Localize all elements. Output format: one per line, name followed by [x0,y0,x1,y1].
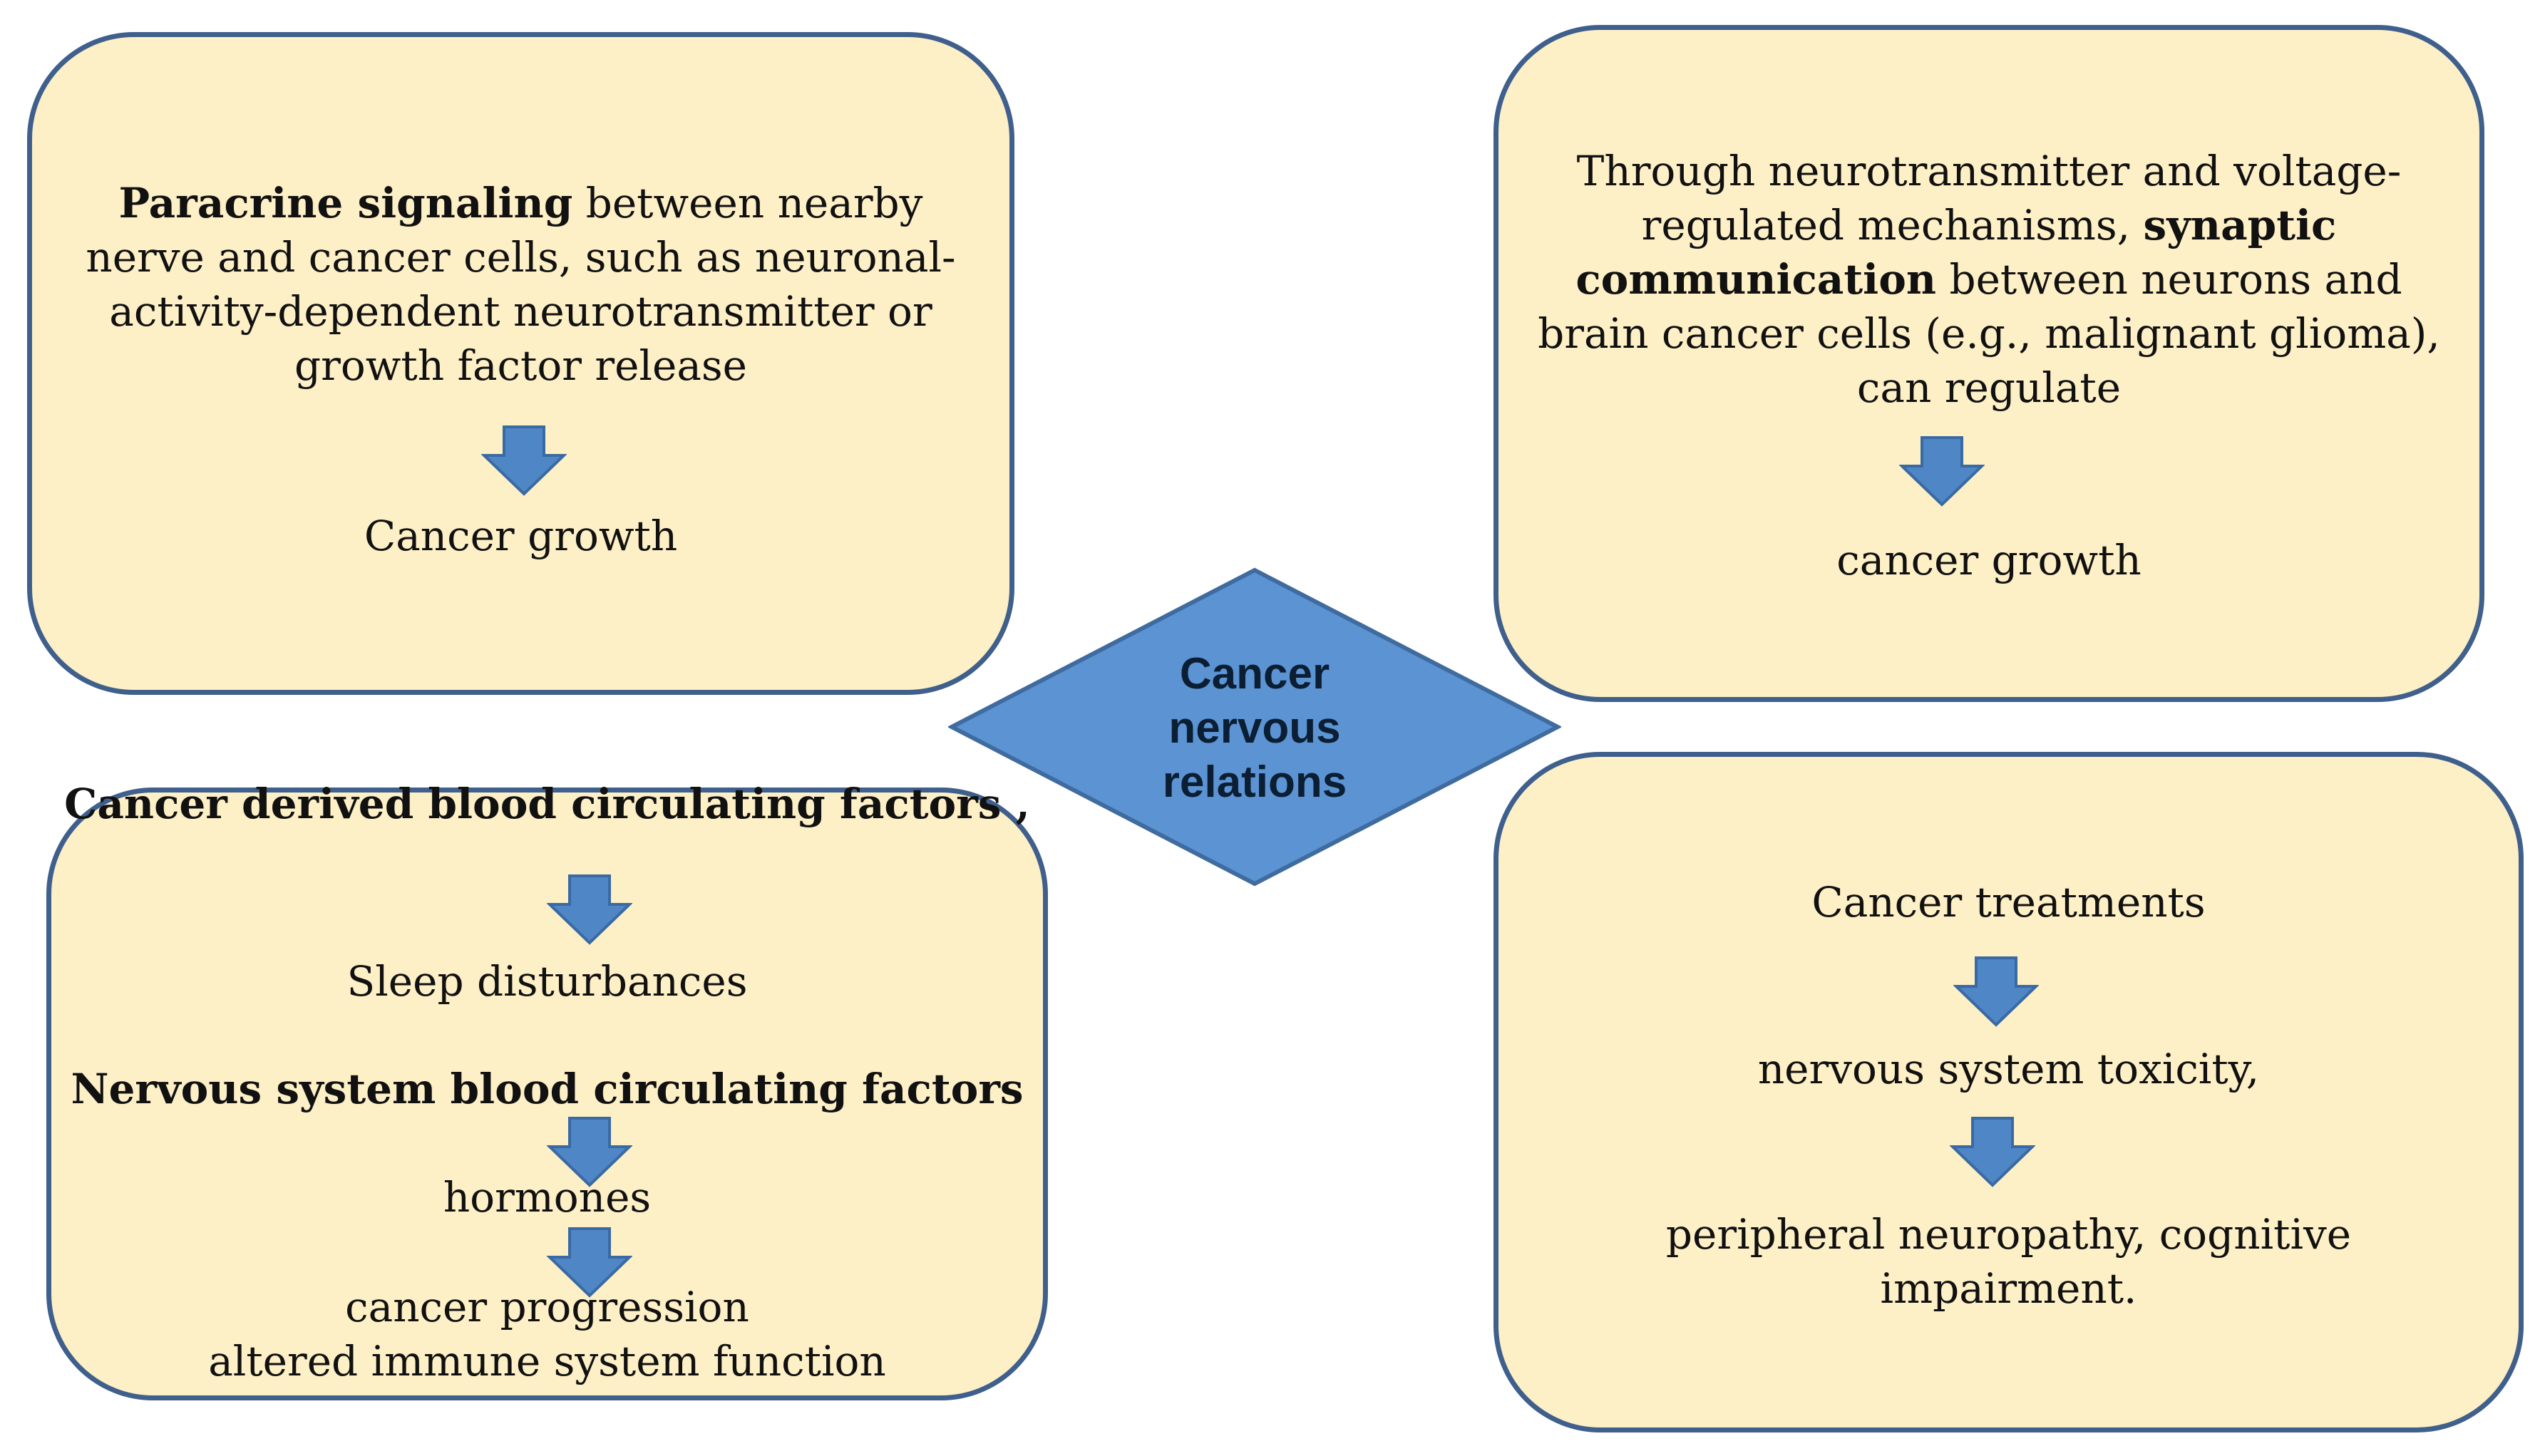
cancer-progression: cancer progression [345,1283,749,1331]
cancer-treatments: Cancer treatments [1811,878,2206,926]
paracrine-line-3: activity-dependent neurotransmitter or [109,287,932,336]
box-blood-circulating-factors: Cancer derived blood circulating factors… [46,780,1048,1400]
down-arrow-icon [547,1117,632,1187]
synaptic-line-2: regulated mechanisms, synaptic [1641,201,2337,249]
center-label-line-2: nervous [1168,703,1341,753]
down-arrow-icon [547,1227,632,1298]
nervous-system-toxicity: nervous system toxicity, [1757,1045,2260,1093]
paracrine-line-2: nerve and cancer cells, such as neuronal… [86,233,956,282]
synaptic-outcome: cancer growth [1836,536,2142,584]
altered-immune-function: altered immune system function [208,1337,886,1385]
synaptic-line-3: communication between neurons and [1575,255,2402,304]
down-arrow-icon [1953,956,2039,1027]
center-label-line-3: relations [1162,758,1347,807]
center-diamond [948,567,1561,887]
down-arrow-icon [547,874,632,945]
sleep-disturbances: Sleep disturbances [346,957,748,1006]
neuropathy-line-1: peripheral neuropathy, cognitive [1665,1210,2352,1259]
cancer-derived-factors-heading: Cancer derived blood circulating factors… [64,780,1030,828]
paracrine-line-1: Paracrine signaling between nearby [118,179,923,227]
center-label-line-1: Cancer [1179,649,1330,698]
synaptic-line-4: brain cancer cells (e.g., malignant glio… [1538,309,2440,358]
hormones: hormones [443,1173,652,1222]
box-cancer-treatments: Cancer treatments nervous system toxicit… [1493,752,2524,1432]
box-synaptic-communication: Through neurotransmitter and voltage- re… [1493,25,2484,702]
box-paracrine-signaling: Paracrine signaling between nearby nerve… [27,32,1014,695]
synaptic-line-5: can regulate [1856,363,2122,412]
down-arrow-icon [481,425,567,496]
down-arrow-icon [1899,436,1985,507]
paracrine-outcome: Cancer growth [364,512,678,560]
synaptic-line-1: Through neurotransmitter and voltage- [1576,147,2402,195]
nervous-system-factors-heading: Nervous system blood circulating factors [71,1065,1024,1113]
paracrine-line-4: growth factor release [294,341,748,390]
down-arrow-icon [1950,1117,2035,1187]
neuropathy-line-2: impairment. [1880,1264,2137,1313]
